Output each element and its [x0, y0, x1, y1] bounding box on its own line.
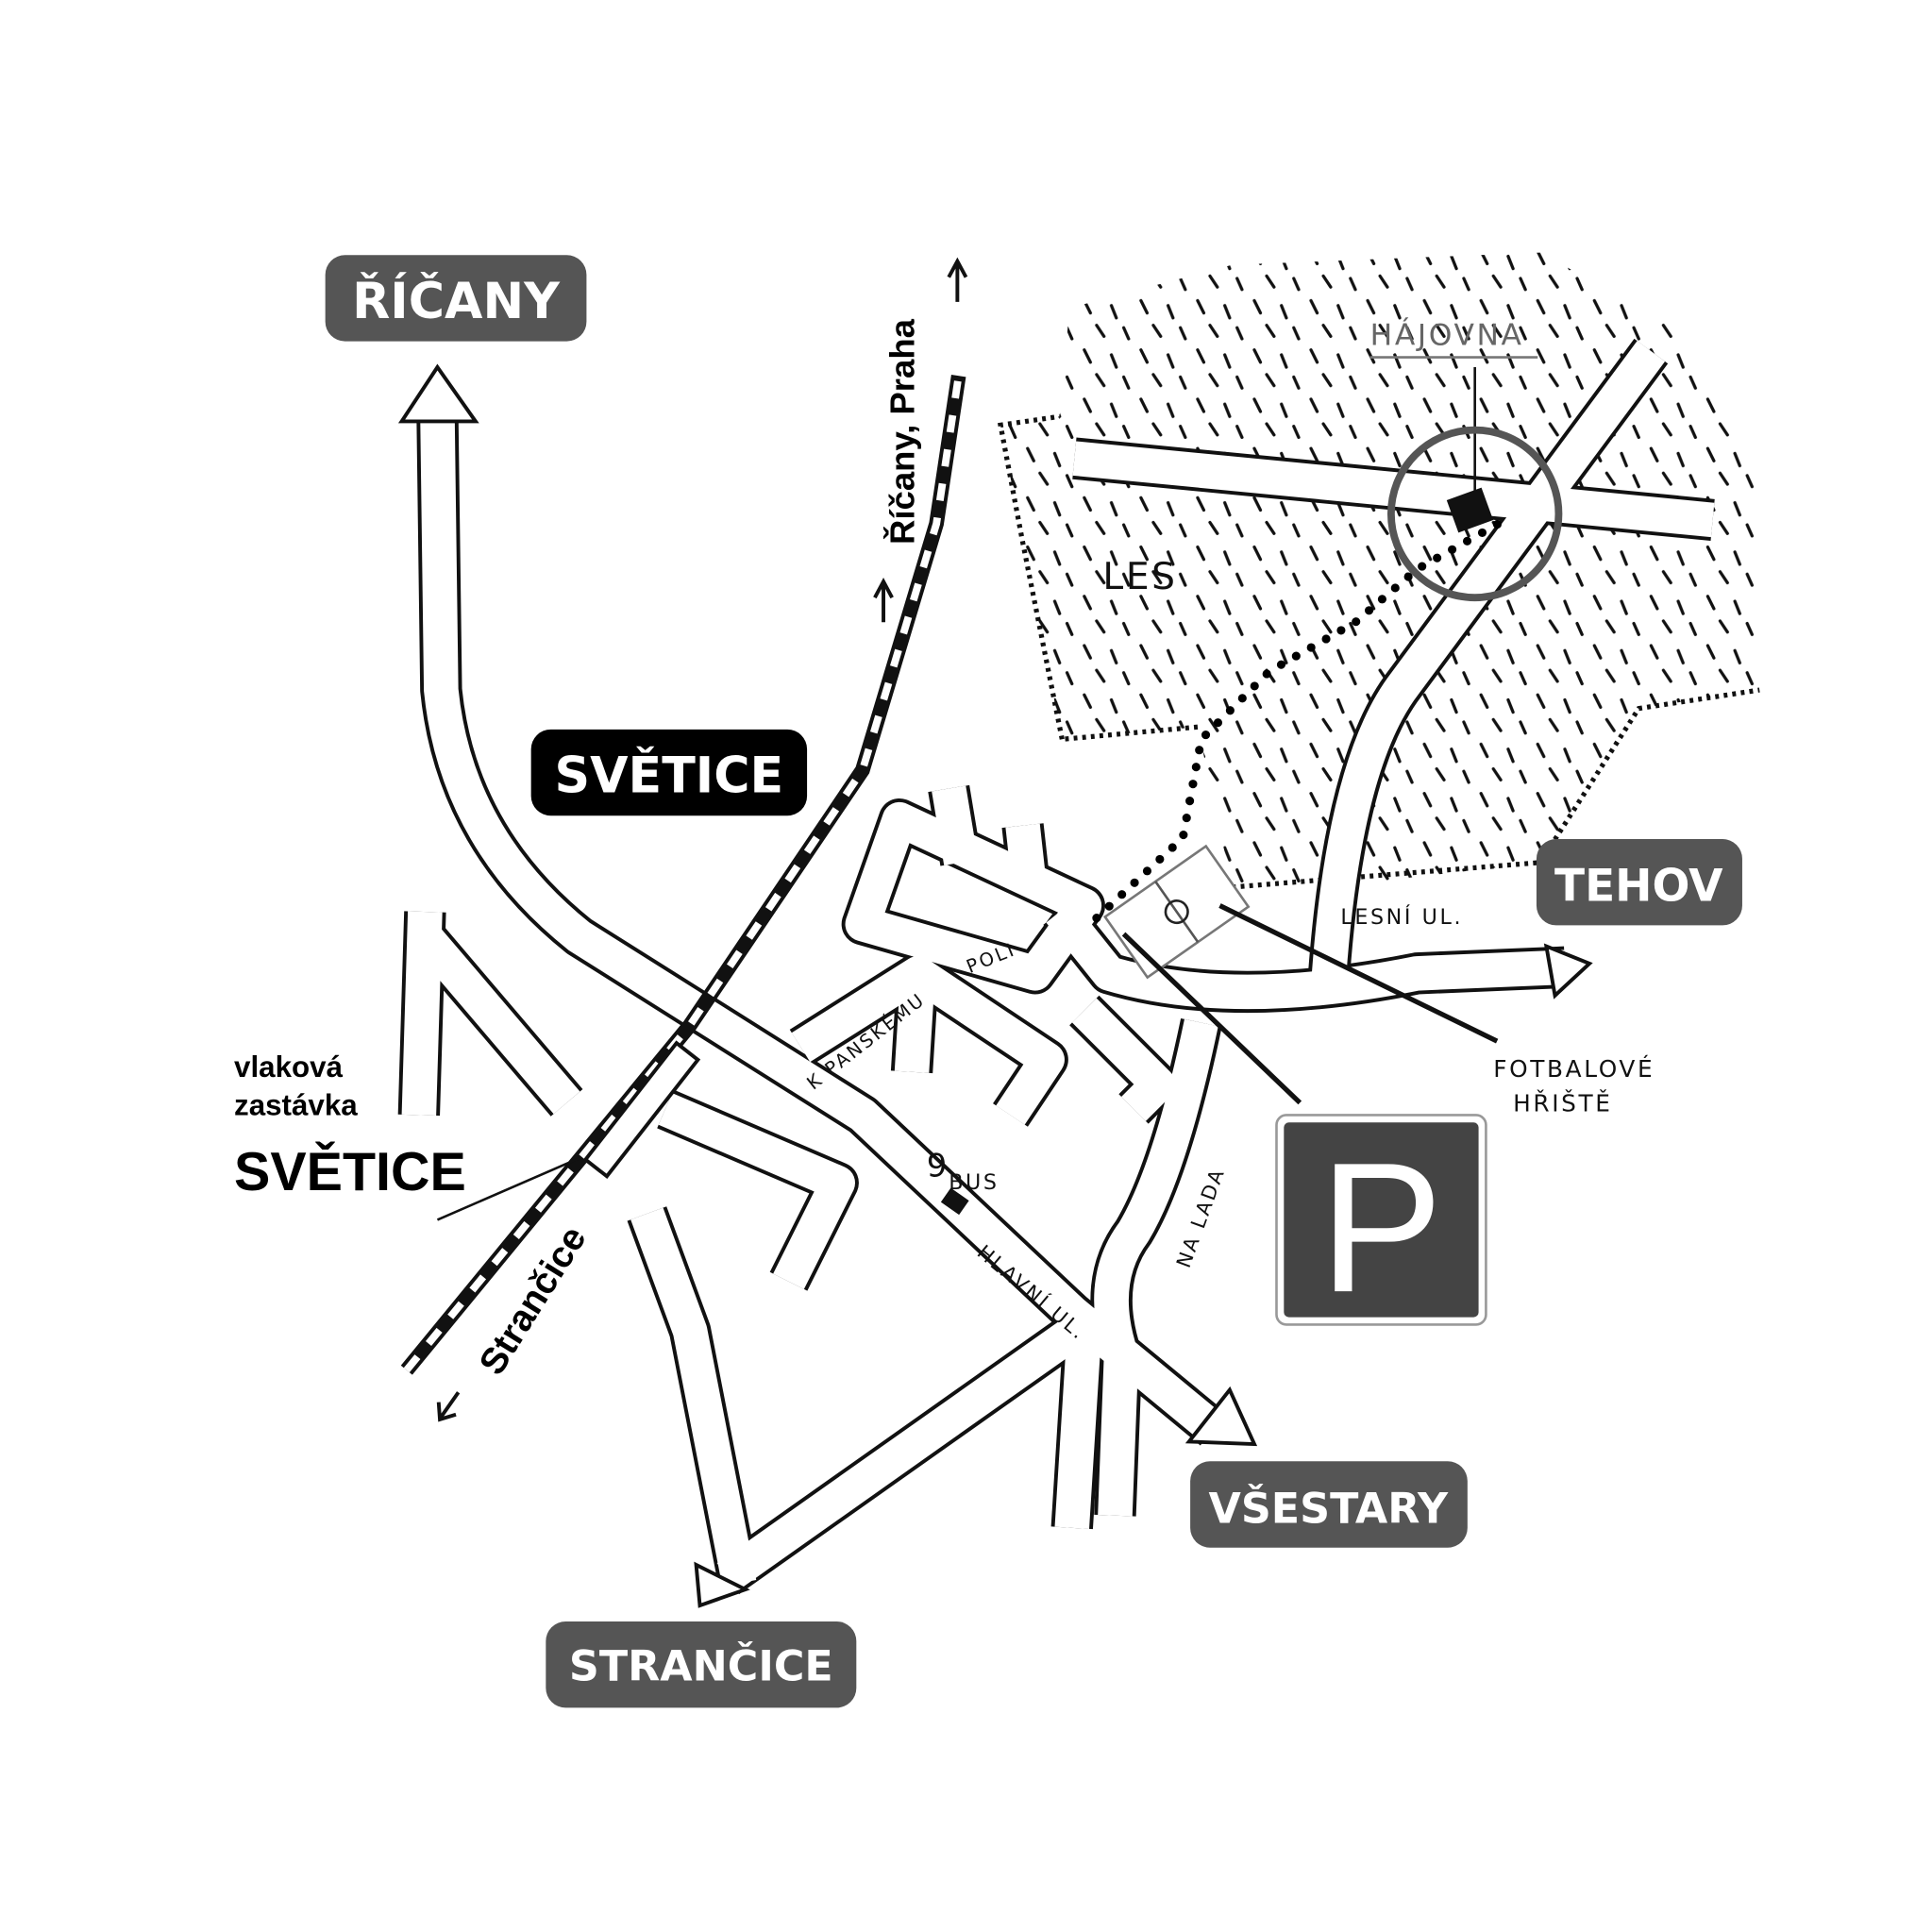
- destination-ricany: ŘÍČANY: [325, 255, 587, 342]
- forest-label: LES: [1102, 556, 1177, 598]
- railway-north-label: Říčany, Praha: [882, 318, 922, 545]
- train-station-platform: [582, 1040, 701, 1180]
- football-label-line2: HŘIŠTĚ: [1513, 1089, 1612, 1117]
- station-label-line1: vlaková: [234, 1050, 344, 1084]
- street-na-lada: NA LADA: [1172, 1165, 1230, 1271]
- destination-vsestary-label: VŠESTARY: [1209, 1484, 1449, 1534]
- village-label: SVĚTICE: [555, 747, 784, 804]
- bus-line-number: 9: [927, 1148, 949, 1185]
- walking-path: [1092, 512, 1514, 923]
- hajovna-label: HÁJOVNA: [1370, 317, 1524, 353]
- bus-stop-marker: [940, 1187, 969, 1216]
- hajovna-marker: HÁJOVNA: [1370, 317, 1563, 602]
- football-field: [1102, 844, 1251, 980]
- station-name: SVĚTICE: [234, 1141, 466, 1202]
- roads: [397, 338, 1715, 1595]
- bus-label: BUS: [949, 1170, 999, 1195]
- parking-sign: P: [1275, 1114, 1487, 1331]
- football-label-line1: FOTBALOVÉ: [1493, 1055, 1655, 1083]
- arrow-strancice-icon: [694, 1561, 750, 1608]
- destination-strancice: STRANČICE: [546, 1621, 857, 1708]
- destination-tehov: TEHOV: [1536, 839, 1742, 926]
- street-lesni: LESNÍ UL.: [1340, 903, 1463, 930]
- destination-strancice-label: STRANČICE: [569, 1641, 833, 1691]
- railway: [400, 257, 968, 1422]
- village-svetice: SVĚTICE: [530, 729, 808, 816]
- forest-area: [997, 252, 1760, 890]
- direction-arrows: [397, 363, 1593, 1608]
- station-label-line2: zastávka: [234, 1088, 358, 1121]
- arrow-vsestary-icon: [1184, 1386, 1258, 1447]
- arrow-tehov-icon: [1543, 943, 1593, 1000]
- parking-icon: P: [1319, 1125, 1443, 1331]
- destination-tehov-label: TEHOV: [1554, 860, 1723, 912]
- railway-south-label: Strančice: [472, 1219, 595, 1382]
- arrow-ricany-icon: [397, 363, 479, 424]
- destination-vsestary: VŠESTARY: [1190, 1461, 1468, 1548]
- destination-ricany-label: ŘÍČANY: [352, 272, 561, 330]
